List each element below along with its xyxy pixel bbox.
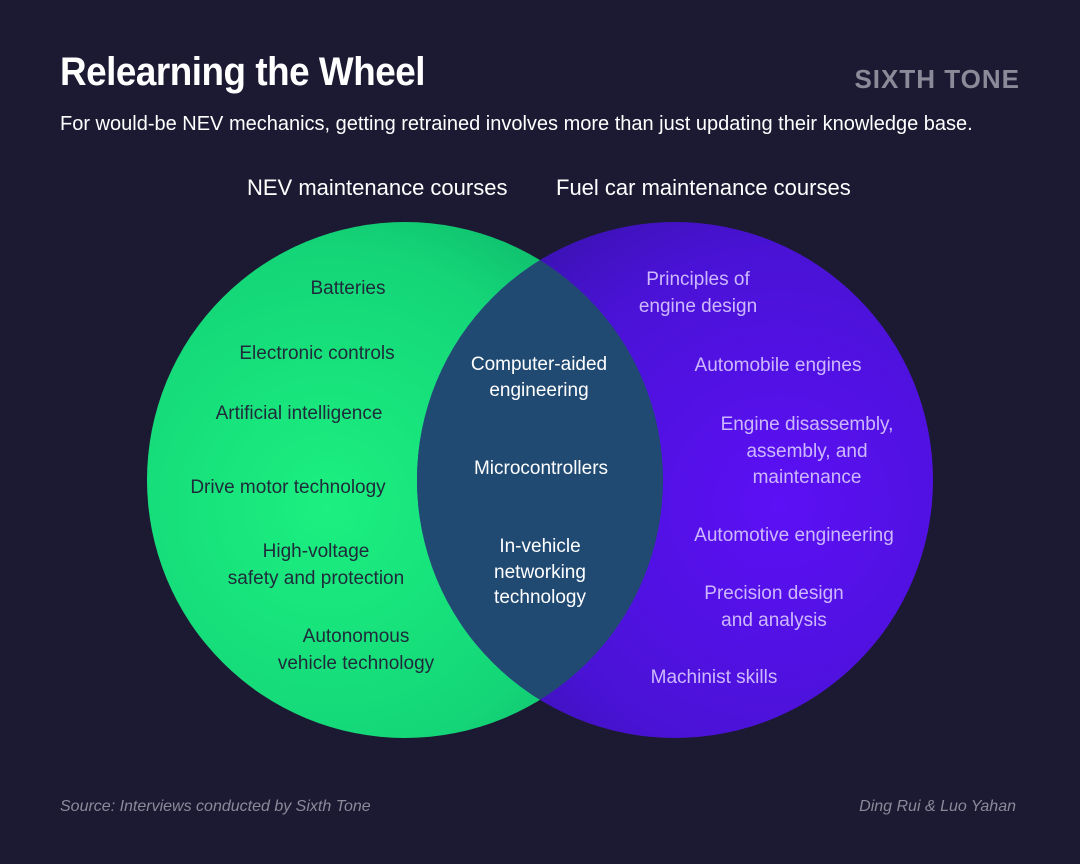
- fuel-item: Principles of engine design: [638, 269, 758, 317]
- fuel-item: Automotive engineering: [694, 525, 894, 546]
- nev-item: Electronic controls: [239, 343, 395, 364]
- left-set-label: NEV maintenance courses: [247, 175, 508, 200]
- page-title: Relearning the Wheel: [60, 50, 426, 94]
- right-set-label: Fuel car maintenance courses: [556, 175, 851, 200]
- brand-logo: SIXTH TONE: [854, 64, 1020, 94]
- overlap-item: In-vehicle networking technology: [494, 536, 586, 609]
- nev-item: Drive motor technology: [190, 477, 386, 498]
- nev-item: Artificial intelligence: [215, 403, 383, 424]
- nev-item: Batteries: [310, 278, 386, 299]
- fuel-item: Precision design and analysis: [704, 583, 844, 631]
- fuel-item: Machinist skills: [650, 667, 778, 688]
- nev-item: Autonomous vehicle technology: [277, 626, 435, 674]
- overlap-region: [417, 222, 663, 738]
- nev-item: High-voltage safety and protection: [227, 541, 405, 589]
- fuel-item: Engine disassembly, assembly, and mainte…: [720, 414, 894, 489]
- source-note: Source: Interviews conducted by Sixth To…: [60, 798, 371, 815]
- credit-note: Ding Rui & Luo Yahan: [859, 798, 1016, 815]
- overlap-item: Microcontrollers: [473, 458, 609, 479]
- overlap-item: Computer-aided engineering: [470, 354, 608, 401]
- fuel-item: Automobile engines: [694, 355, 862, 376]
- subtitle: For would-be NEV mechanics, getting retr…: [60, 113, 973, 135]
